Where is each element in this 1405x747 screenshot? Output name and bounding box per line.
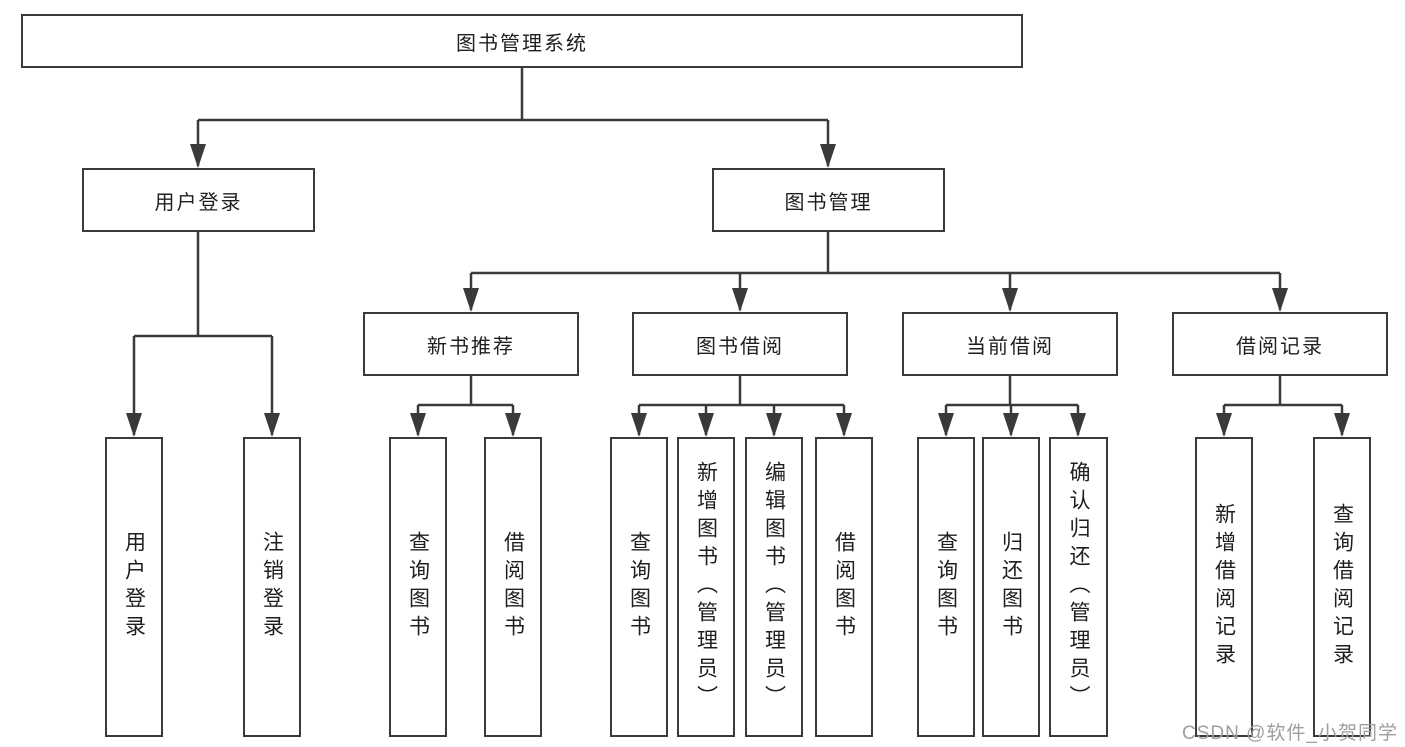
leaf-query-books-1: 查询图书	[389, 437, 447, 737]
leaf-label: 新增借阅记录	[1212, 503, 1236, 671]
leaf-borrow-books-2: 借阅图书	[815, 437, 873, 737]
connector-user-login-fan	[132, 232, 274, 435]
leaf-label: 查询图书	[934, 531, 958, 643]
leaf-label: 查询图书	[406, 531, 430, 643]
leaf-user-login: 用户登录	[105, 437, 163, 737]
node-borrow-records: 借阅记录	[1172, 312, 1388, 376]
leaf-label: 用户登录	[122, 531, 146, 643]
leaf-query-books-3: 查询图书	[917, 437, 975, 737]
leaf-logout: 注销登录	[243, 437, 301, 737]
connector-current-fan	[944, 376, 1080, 435]
node-book-management: 图书管理	[712, 168, 945, 232]
connector-book-mgmt-fan	[469, 232, 1282, 310]
leaf-label: 借阅图书	[501, 531, 525, 643]
leaf-return-books: 归还图书	[982, 437, 1040, 737]
node-user-login: 用户登录	[82, 168, 315, 232]
leaf-label: 借阅图书	[832, 531, 856, 643]
leaf-add-books-admin: 新增图书（管理员）	[677, 437, 735, 737]
leaf-confirm-return-admin: 确认归还（管理员）	[1049, 437, 1108, 737]
leaf-edit-books-admin: 编辑图书（管理员）	[745, 437, 803, 737]
leaf-label: 新增图书（管理员）	[694, 461, 718, 713]
connector-borrow-fan	[637, 376, 846, 435]
leaf-label: 查询借阅记录	[1330, 503, 1354, 671]
leaf-label: 编辑图书（管理员）	[762, 461, 786, 713]
node-book-borrow: 图书借阅	[632, 312, 848, 376]
leaf-label: 注销登录	[260, 531, 284, 643]
node-current-borrow: 当前借阅	[902, 312, 1118, 376]
connector-new-book-fan	[416, 376, 515, 435]
node-new-book-recommend: 新书推荐	[363, 312, 579, 376]
leaf-add-borrow-record: 新增借阅记录	[1195, 437, 1253, 737]
leaf-borrow-books-1: 借阅图书	[484, 437, 542, 737]
leaf-label: 确认归还（管理员）	[1067, 461, 1090, 713]
leaf-query-borrow-record: 查询借阅记录	[1313, 437, 1371, 737]
connector-records-fan	[1222, 376, 1344, 435]
leaf-label: 查询图书	[627, 531, 651, 643]
leaf-query-books-2: 查询图书	[610, 437, 668, 737]
connector-root-fan	[196, 68, 830, 166]
csdn-watermark: CSDN @软件_小贺同学	[1182, 723, 1398, 744]
node-root: 图书管理系统	[21, 14, 1023, 68]
leaf-label: 归还图书	[999, 531, 1023, 643]
